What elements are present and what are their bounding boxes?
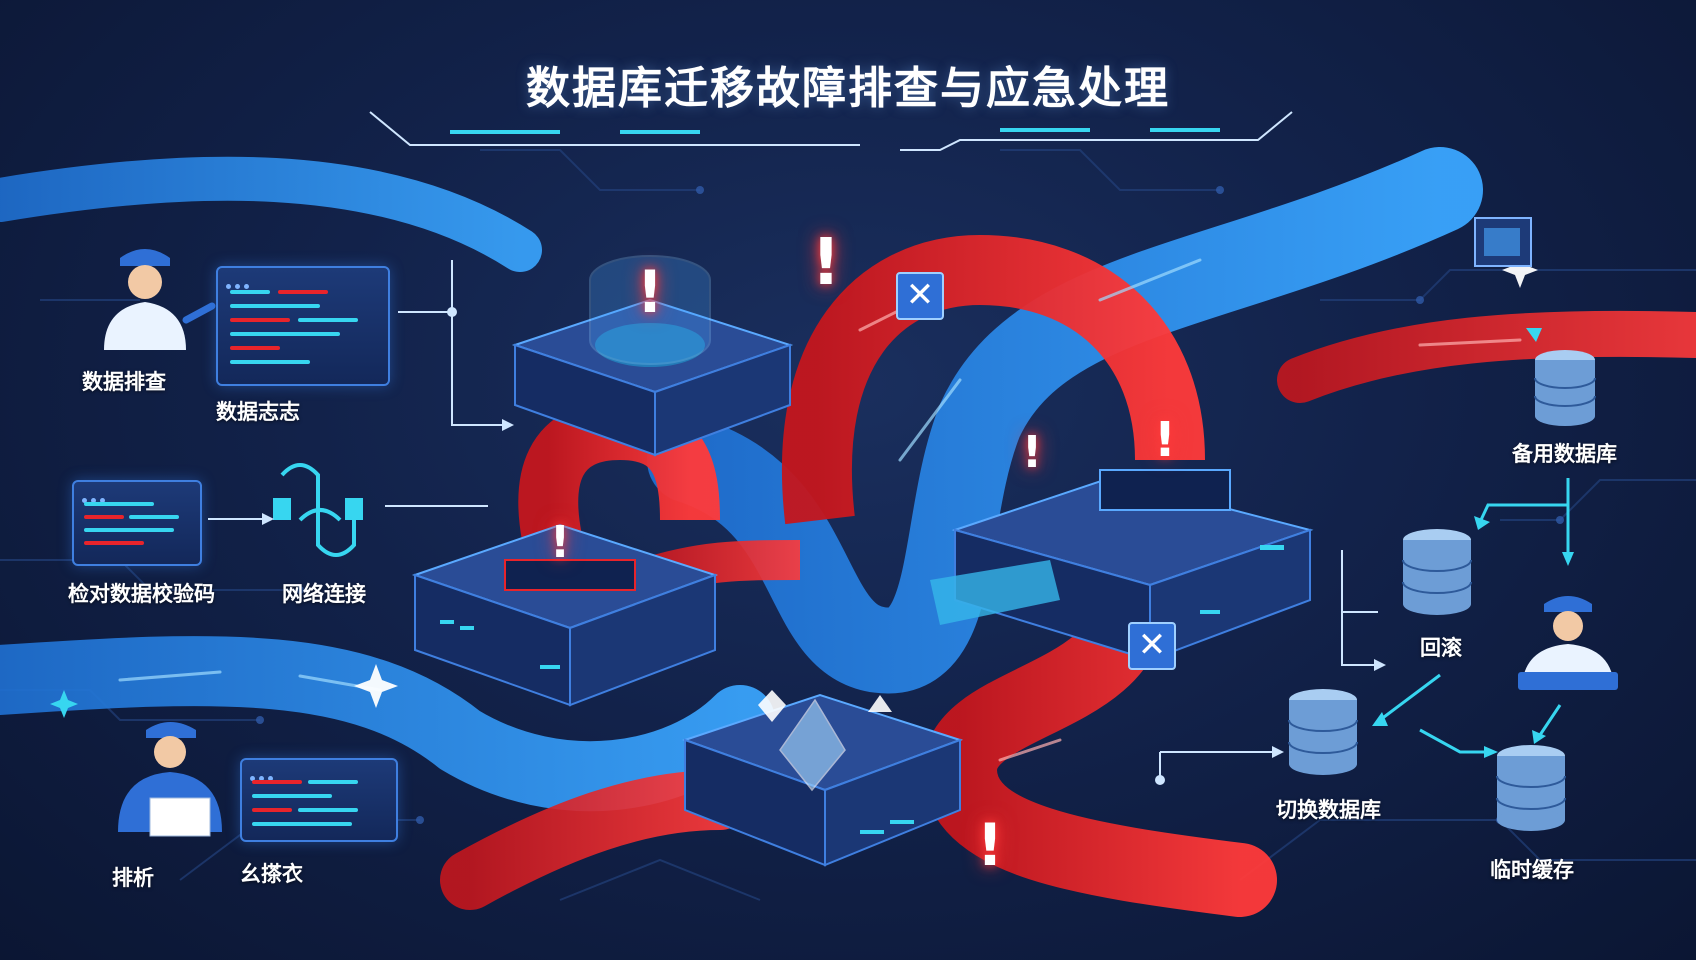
label-analysis: 排析 [112, 866, 154, 890]
label-report: 幺搽衣 [240, 862, 303, 886]
report-panel [240, 758, 398, 842]
arrow-icon [1474, 516, 1490, 530]
arrow-icon [1372, 712, 1388, 726]
checksum-panel [72, 480, 202, 566]
network-cable-icon [273, 463, 363, 557]
label-checksum: 检对数据校验码 [68, 582, 215, 606]
arrow-icon [1374, 659, 1386, 671]
alert-icon: ! [976, 811, 1004, 879]
label-switch-db: 切换数据库 [1276, 798, 1381, 822]
label-temp-cache: 临时缓存 [1490, 858, 1574, 882]
red-stream-center [781, 234, 1205, 525]
label-backup-db: 备用数据库 [1512, 442, 1617, 466]
blue-stream-bottom [0, 636, 775, 812]
label-data-log: 数据志志 [216, 400, 300, 424]
alert-icon: ! [549, 517, 571, 568]
arrow-icon [1484, 746, 1498, 758]
arrow-icon [502, 419, 514, 431]
label-rollback: 回滚 [1420, 636, 1462, 660]
arrow-icon [1272, 746, 1284, 758]
person-inspector-icon [104, 249, 216, 350]
database-icon [1402, 529, 1472, 615]
server-right-icon [930, 469, 1314, 662]
database-icon [1534, 350, 1596, 426]
data-log-panel [216, 266, 390, 386]
arrow-icon [1532, 730, 1546, 744]
blue-stream-top-left [0, 156, 542, 272]
database-icon [1288, 689, 1358, 775]
monitor-icon [1474, 217, 1532, 267]
alert-icon: ! [811, 226, 841, 300]
alert-icon: ! [1154, 412, 1176, 468]
arrow-icon [1562, 552, 1574, 566]
cross-icon: ✕ [1128, 622, 1176, 670]
red-stream-right [1277, 310, 1696, 403]
person-analyst-icon [118, 722, 222, 837]
person-operator-icon [1518, 596, 1618, 690]
blue-stream-center [647, 147, 1483, 694]
page-title: 数据库迁移故障排查与应急处理 [526, 63, 1170, 114]
database-icon [1496, 745, 1566, 831]
arrow-icon [1526, 328, 1542, 342]
cross-icon: ✕ [896, 272, 944, 320]
server-bottom-center-icon [681, 690, 964, 867]
server-top-left-icon [511, 255, 794, 457]
label-network: 网络连接 [282, 582, 366, 606]
server-bottom-left-icon [411, 523, 719, 707]
label-data-check: 数据排查 [82, 370, 166, 394]
alert-icon: ! [1021, 427, 1043, 478]
arrow-icon [262, 513, 274, 525]
alert-icon: ! [636, 258, 664, 326]
